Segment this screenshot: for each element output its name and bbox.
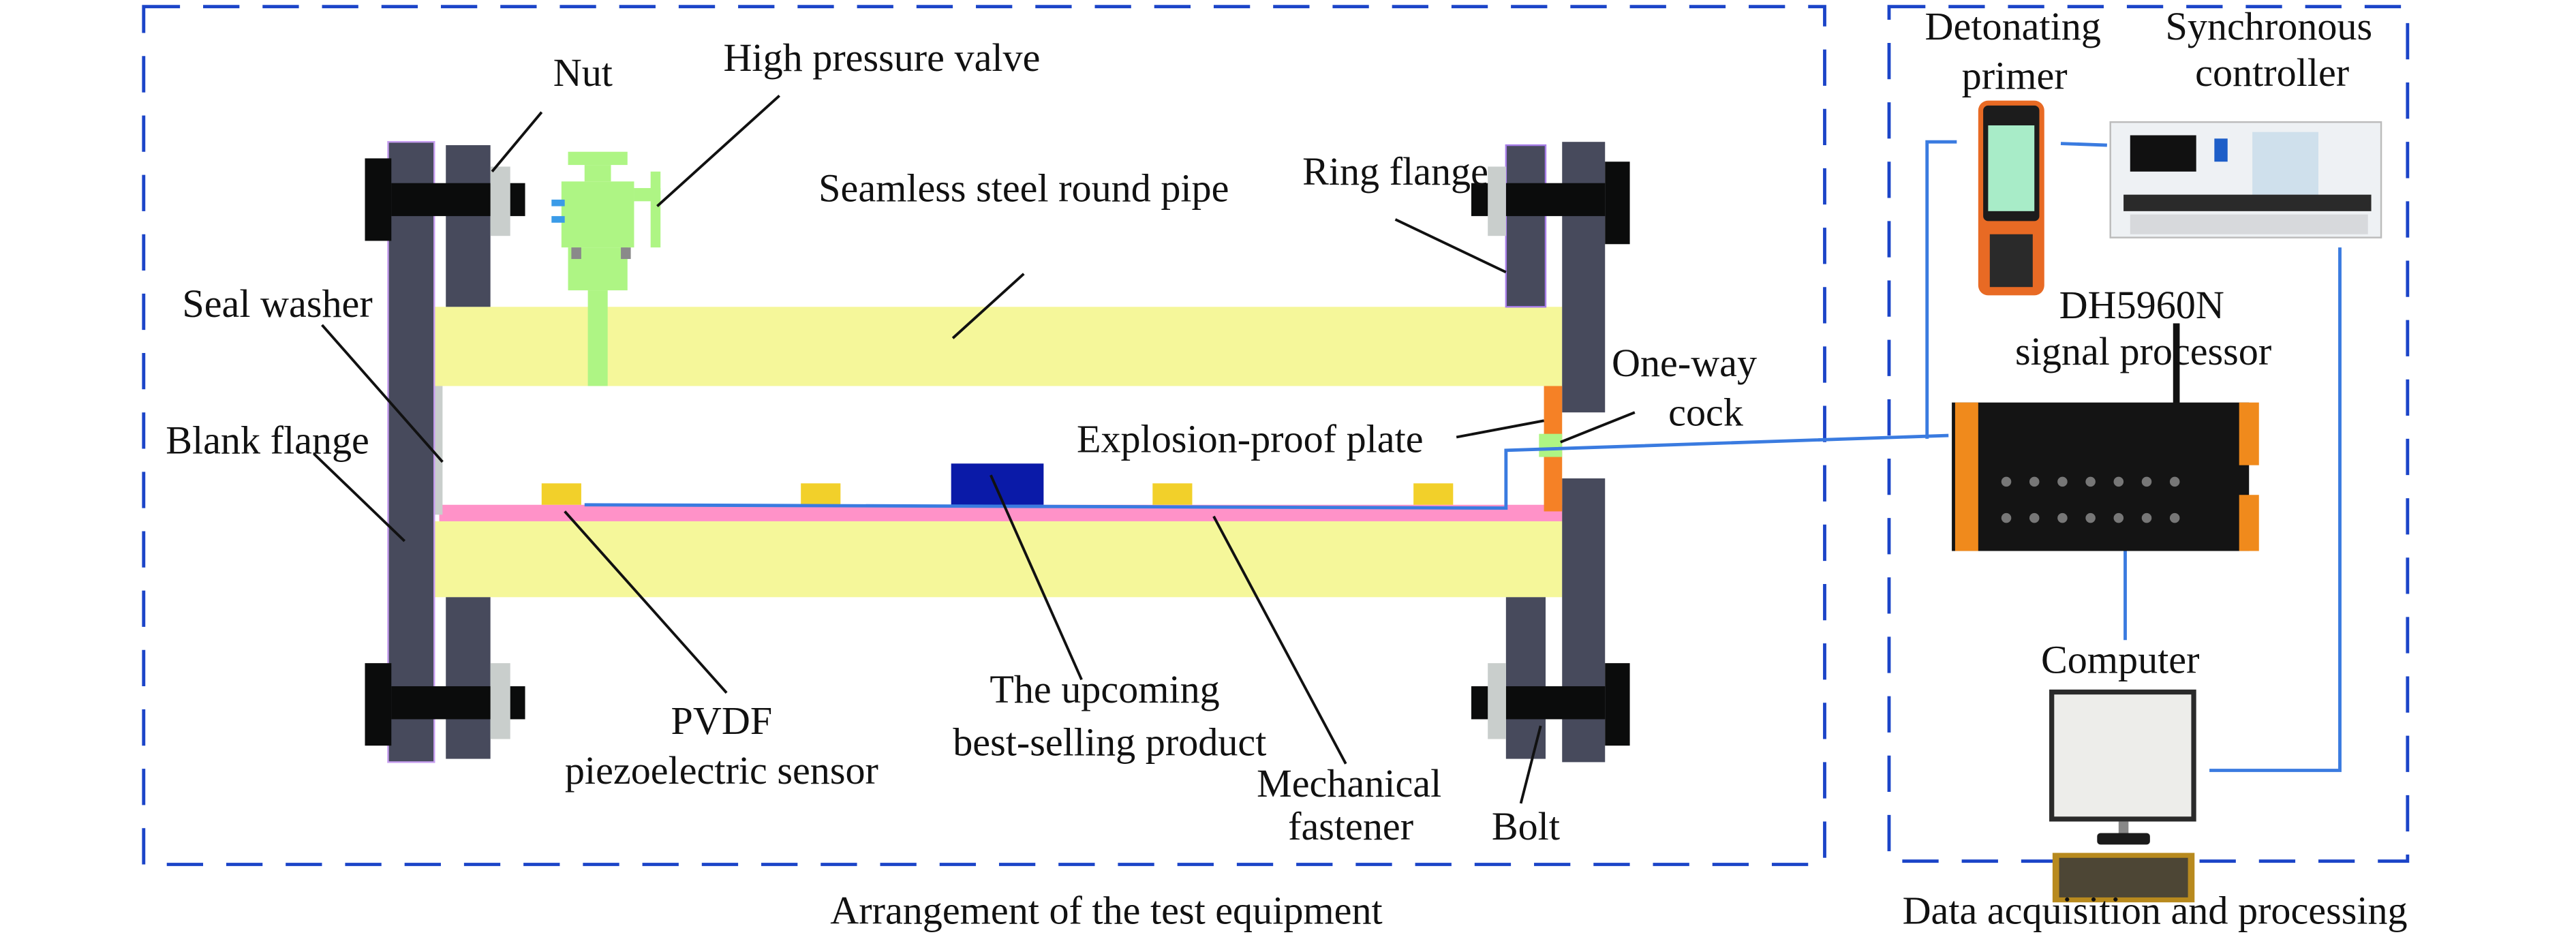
controller-computer-wire [2209, 247, 2342, 772]
label-explosion-proof-plate: Explosion-proof plate [1077, 416, 1424, 461]
nut-leader [491, 111, 543, 173]
label-seal-washer: Seal washer [182, 281, 372, 326]
pvdf-sensor-3 [1152, 483, 1193, 505]
seal-washer-leader [321, 324, 444, 463]
right-ring-flange-top [1505, 144, 1547, 308]
detonating-primer-device [1978, 100, 2044, 296]
bolt-leader [1519, 725, 1542, 804]
label-nut: Nut [553, 50, 613, 95]
label-high-pressure-valve: High pressure valve [723, 35, 1040, 80]
left-ring-flange-top [446, 145, 491, 307]
left-bottom-bolt [365, 663, 525, 746]
seamless-pipe-upper [432, 307, 1563, 386]
pipe-leader [951, 273, 1025, 339]
right-blank-flange-top [1562, 142, 1606, 413]
pvdf-sensor-2 [801, 483, 841, 505]
label-dh-1: DH5960N [2059, 283, 2224, 327]
label-product-2: best-selling product [953, 720, 1266, 765]
primer-controller-wire [2060, 142, 2107, 147]
keyboard-icon [2052, 852, 2195, 903]
label-detonating-1: Detonating [1925, 4, 2101, 48]
label-bolt: Bolt [1492, 804, 1560, 848]
label-blank-flange: Blank flange [166, 418, 369, 463]
label-sync-1: Synchronous [2166, 4, 2373, 48]
right-bottom-bolt [1471, 663, 1630, 746]
valve-leader [656, 94, 780, 208]
explosion-plate-leader [1456, 419, 1544, 439]
pvdf-sensor-1 [541, 483, 581, 505]
blank-flange-leader [313, 452, 405, 542]
fastener-leader [1212, 515, 1347, 765]
seamless-pipe-lower [432, 521, 1563, 598]
one-way-cock-leader [1560, 411, 1636, 444]
label-product-1: The upcoming [990, 667, 1219, 711]
label-fastener-1: Mechanical [1257, 761, 1441, 805]
left-ring-flange-bottom [446, 597, 491, 759]
label-sync-2: controller [2195, 50, 2349, 95]
right-blank-flange-bottom [1562, 478, 1606, 763]
blank-flange [387, 140, 435, 763]
left-top-bolt [365, 158, 525, 241]
caption-left: Arrangement of the test equipment [830, 889, 1382, 933]
pvdf-leader [564, 510, 728, 694]
label-seamless-pipe: Seamless steel round pipe [818, 166, 1229, 210]
label-ring-flange: Ring flange [1302, 149, 1488, 194]
label-one-way-cock-2: cock [1668, 390, 1744, 435]
label-pvdf-1: PVDF [671, 698, 773, 743]
label-pvdf-2: piezoelectric sensor [565, 748, 878, 793]
label-computer: Computer [2041, 638, 2200, 682]
signal-wire [584, 433, 1949, 510]
right-top-bolt [1471, 162, 1630, 245]
ring-flange-leader [1394, 218, 1507, 274]
synchronous-controller-device [2109, 121, 2382, 239]
dh5960n-processor-device [1952, 323, 2259, 551]
caption-right: Data acquisition and processing [1903, 889, 2408, 933]
one-way-cock [1539, 433, 1563, 457]
pvdf-sensor-4 [1413, 483, 1454, 505]
high-pressure-valve [551, 151, 661, 386]
label-fastener-2: fastener [1288, 804, 1413, 848]
label-one-way-cock-1: One-way [1612, 341, 1757, 385]
label-dh-2: signal processor [2015, 329, 2271, 373]
upcoming-product [951, 463, 1044, 505]
product-leader [990, 474, 1083, 681]
computer-monitor-icon [2049, 689, 2196, 845]
test-equipment-box [142, 5, 1826, 866]
primer-wire [1925, 140, 1957, 439]
label-detonating-2: primer [1962, 54, 2068, 98]
